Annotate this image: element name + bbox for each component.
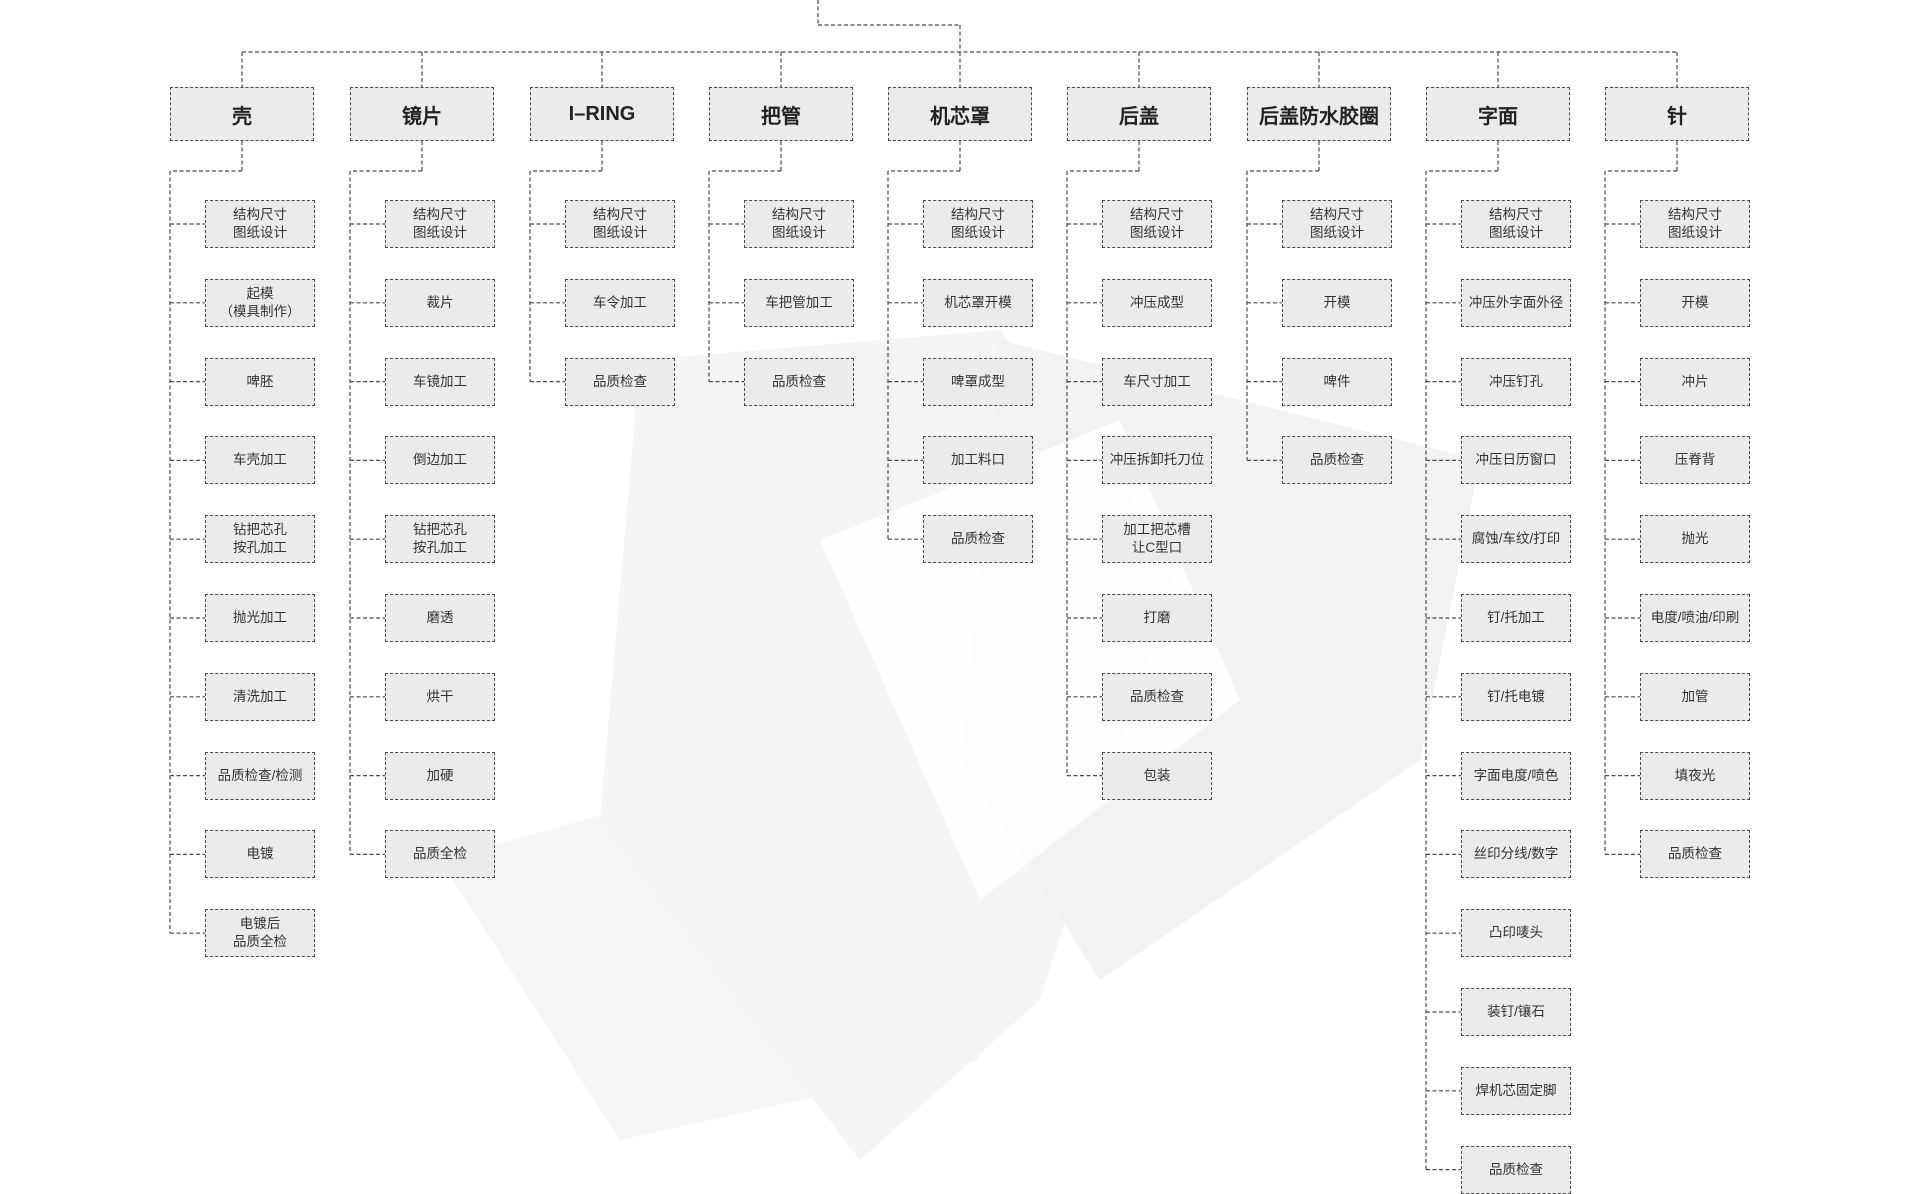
- process-step-box: 起模 （模具制作）: [205, 278, 315, 327]
- process-step-box: 冲压外字面外径: [1461, 278, 1571, 327]
- process-step-box: 开模: [1282, 278, 1392, 327]
- process-step-box: 焊机芯固定脚: [1461, 1066, 1571, 1115]
- process-step-box: 电镀: [205, 830, 315, 879]
- process-step-box: 啤件: [1282, 357, 1392, 406]
- process-step-box: 冲压拆卸托刀位: [1102, 436, 1212, 485]
- process-step-box: 啤胚: [205, 357, 315, 406]
- category-box: I–RING: [530, 87, 674, 141]
- process-step-box: 填夜光: [1640, 751, 1750, 800]
- process-step-box: 品质检查: [1282, 436, 1392, 485]
- process-step-box: 结构尺寸 图纸设计: [1640, 200, 1750, 248]
- category-box: 把管: [709, 87, 853, 141]
- process-step-box: 钉/托加工: [1461, 594, 1571, 642]
- process-step-box: 结构尺寸 图纸设计: [923, 200, 1033, 248]
- category-box: 字面: [1426, 87, 1570, 141]
- process-step-box: 加工把芯槽 让C型口: [1102, 515, 1212, 564]
- process-step-box: 啤罩成型: [923, 357, 1033, 406]
- process-step-box: 抛光: [1640, 515, 1750, 564]
- process-step-box: 品质检查: [1640, 830, 1750, 879]
- process-step-box: 烘干: [385, 672, 495, 721]
- process-step-box: 品质检查: [1102, 672, 1212, 721]
- process-step-box: 开模: [1640, 278, 1750, 327]
- process-step-box: 钻把芯孔 按孔加工: [385, 515, 495, 564]
- category-box: 后盖防水胶圈: [1247, 87, 1391, 141]
- process-step-box: 车镜加工: [385, 357, 495, 406]
- process-step-box: 结构尺寸 图纸设计: [385, 200, 495, 248]
- process-step-box: 压脊背: [1640, 436, 1750, 485]
- process-step-box: 裁片: [385, 278, 495, 327]
- category-box: 壳: [170, 87, 314, 141]
- process-step-box: 打磨: [1102, 594, 1212, 642]
- process-step-box: 磨透: [385, 594, 495, 642]
- process-step-box: 字面电度/喷色: [1461, 751, 1571, 800]
- process-step-box: 钉/托电镀: [1461, 672, 1571, 721]
- process-step-box: 品质检查: [565, 357, 675, 406]
- process-step-box: 结构尺寸 图纸设计: [744, 200, 854, 248]
- process-step-box: 车壳加工: [205, 436, 315, 485]
- process-step-box: 钻把芯孔 按孔加工: [205, 515, 315, 564]
- process-step-box: 倒边加工: [385, 436, 495, 485]
- process-step-box: 加管: [1640, 672, 1750, 721]
- process-step-box: 装钉/镶石: [1461, 988, 1571, 1036]
- process-step-box: 腐蚀/车纹/打印: [1461, 515, 1571, 564]
- process-step-box: 机芯罩开模: [923, 278, 1033, 327]
- process-step-box: 包装: [1102, 751, 1212, 800]
- process-step-box: 电镀后 品质全检: [205, 909, 315, 958]
- process-step-box: 冲压日历窗口: [1461, 436, 1571, 485]
- process-step-box: 车令加工: [565, 278, 675, 327]
- process-step-box: 结构尺寸 图纸设计: [1282, 200, 1392, 248]
- category-box: 镜片: [350, 87, 494, 141]
- process-step-box: 电度/喷油/印刷: [1640, 594, 1750, 642]
- process-step-box: 加硬: [385, 751, 495, 800]
- process-step-box: 品质检查/检测: [205, 751, 315, 800]
- process-step-box: 结构尺寸 图纸设计: [1461, 200, 1571, 248]
- process-step-box: 冲片: [1640, 357, 1750, 406]
- process-step-box: 结构尺寸 图纸设计: [1102, 200, 1212, 248]
- process-step-box: 加工料口: [923, 436, 1033, 485]
- process-step-box: 冲压成型: [1102, 278, 1212, 327]
- category-box: 机芯罩: [888, 87, 1032, 141]
- process-step-box: 品质全检: [385, 830, 495, 879]
- process-step-box: 丝印分线/数字: [1461, 830, 1571, 879]
- process-step-box: 品质检查: [1461, 1145, 1571, 1194]
- process-step-box: 抛光加工: [205, 594, 315, 642]
- process-step-box: 品质检查: [923, 515, 1033, 564]
- process-step-box: 品质检查: [744, 357, 854, 406]
- process-step-box: 凸印唛头: [1461, 909, 1571, 958]
- process-step-box: 冲压钉孔: [1461, 357, 1571, 406]
- process-step-box: 结构尺寸 图纸设计: [205, 200, 315, 248]
- process-step-box: 车尺寸加工: [1102, 357, 1212, 406]
- category-box: 后盖: [1067, 87, 1211, 141]
- process-step-box: 清洗加工: [205, 672, 315, 721]
- category-box: 针: [1605, 87, 1749, 141]
- process-step-box: 车把管加工: [744, 278, 854, 327]
- process-step-box: 结构尺寸 图纸设计: [565, 200, 675, 248]
